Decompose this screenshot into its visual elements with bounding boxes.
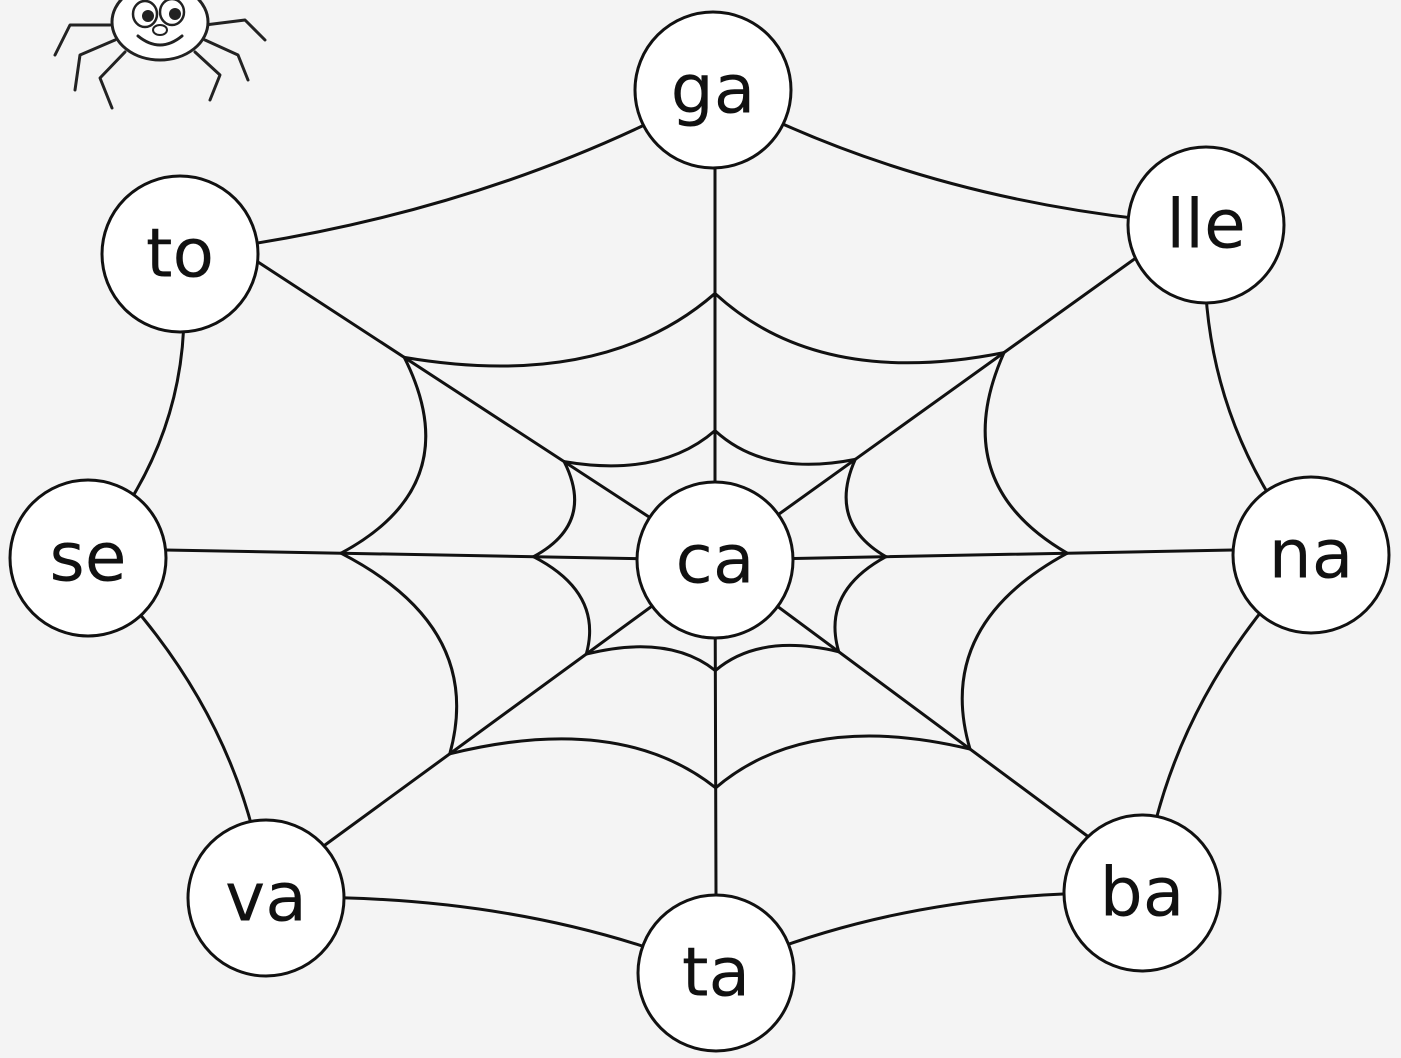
syllable-nodes: ga lle na ba ta va se to ca xyxy=(8,10,1391,1053)
web-spoke-na xyxy=(713,548,1235,562)
web-ring-1-segment xyxy=(532,460,577,559)
web-spoke-lle xyxy=(713,253,1142,562)
web-ring-1-segment xyxy=(844,457,888,559)
web-ring-1-segment xyxy=(833,555,888,654)
web-ring-1-segment xyxy=(584,645,717,673)
syllable-label: to xyxy=(146,215,214,294)
syllable-node-ba: ba xyxy=(1062,813,1222,973)
web-ring-2-segment xyxy=(960,551,1069,751)
syllable-node-lle: lle xyxy=(1126,145,1286,305)
node-circle xyxy=(100,174,260,334)
web-spoke-se xyxy=(163,548,717,562)
node-circle xyxy=(1126,145,1286,305)
web-ring-1-segment xyxy=(713,643,841,673)
web-ring-2-segment xyxy=(339,551,459,756)
syllable-node-ga: ga xyxy=(633,10,793,170)
node-circle xyxy=(1231,475,1391,635)
web-ring-2-segment xyxy=(713,291,1006,365)
syllable-node-na: na xyxy=(1231,475,1391,635)
web-ring-1-segment xyxy=(532,555,592,656)
syllable-node-to: to xyxy=(100,174,260,334)
syllable-label: lle xyxy=(1166,186,1246,265)
syllable-label: na xyxy=(1269,516,1354,595)
web-ring-2-segment xyxy=(983,351,1069,555)
node-circle xyxy=(186,818,346,978)
web-ring-2-segment xyxy=(402,291,717,368)
syllable-label: se xyxy=(49,519,126,598)
web-ring-1-segment xyxy=(562,429,717,468)
syllable-node-se: se xyxy=(8,478,168,638)
syllable-label: ga xyxy=(671,51,756,130)
web-ring-2-segment xyxy=(448,737,718,790)
web-ring-1-segment xyxy=(713,429,857,466)
node-circle xyxy=(635,480,795,640)
node-circle xyxy=(8,478,168,638)
node-circle xyxy=(633,10,793,170)
syllable-label: va xyxy=(225,859,307,938)
web-outer-segment xyxy=(178,88,715,256)
syllable-node-ca: ca xyxy=(635,480,795,640)
syllable-label: ca xyxy=(675,521,754,600)
node-circle xyxy=(1062,813,1222,973)
node-circle xyxy=(636,893,796,1053)
web-ring-2-segment xyxy=(714,734,972,790)
spider-icon xyxy=(53,0,267,110)
syllable-node-va: va xyxy=(186,818,346,978)
syllable-node-ta: ta xyxy=(636,893,796,1053)
web-spoke-va xyxy=(323,558,717,847)
syllable-label: ta xyxy=(682,934,750,1013)
syllable-label: ba xyxy=(1100,854,1185,933)
web-spoke-to xyxy=(256,260,717,562)
web-ring-2-segment xyxy=(339,355,428,555)
